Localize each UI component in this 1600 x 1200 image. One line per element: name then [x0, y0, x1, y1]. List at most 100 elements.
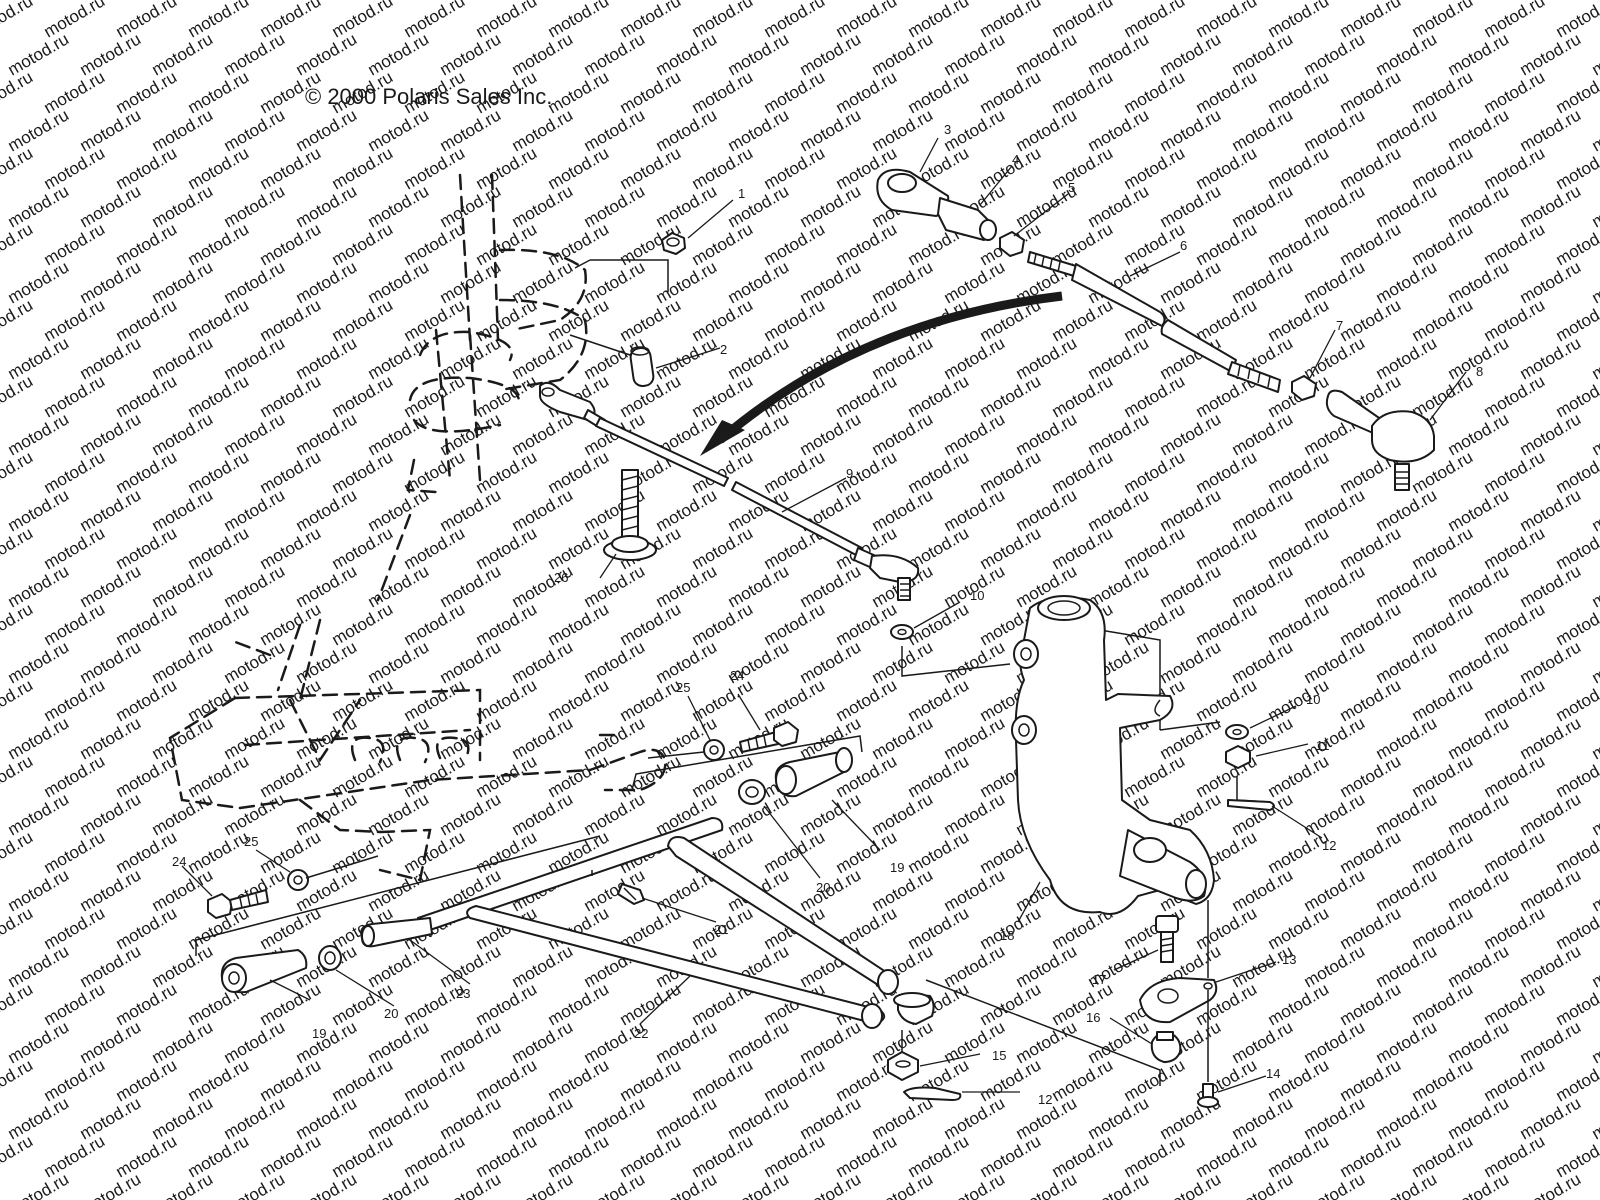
watermark-text: motod.ru: [941, 941, 1009, 991]
watermark-text: motod.ru: [509, 941, 577, 991]
watermark-text: motod.ru: [1589, 1093, 1600, 1143]
watermark-text: motod.ru: [761, 143, 829, 193]
watermark-text: motod.ru: [1301, 713, 1369, 763]
watermark-text: motod.ru: [113, 979, 181, 1029]
watermark-text: motod.ru: [653, 561, 721, 611]
watermark-text: motod.ru: [833, 371, 901, 421]
watermark-text: motod.ru: [905, 751, 973, 801]
watermark-text: motod.ru: [77, 713, 145, 763]
watermark-text: motod.ru: [401, 599, 469, 649]
watermark-text: motod.ru: [869, 713, 937, 763]
watermark-text: motod.ru: [905, 827, 973, 877]
watermark-text: motod.ru: [113, 143, 181, 193]
watermark-text: motod.ru: [1409, 751, 1477, 801]
part-19-bushing-left: [220, 949, 308, 994]
watermark-text: motod.ru: [257, 1131, 325, 1181]
callout-4: 4: [1012, 152, 1019, 167]
watermark-text: motod.ru: [437, 1017, 505, 1067]
watermark-text: motod.ru: [1517, 1017, 1585, 1067]
watermark-text: motod.ru: [365, 1169, 433, 1200]
watermark-text: motod.ru: [77, 333, 145, 383]
watermark-text: motod.ru: [1373, 257, 1441, 307]
watermark-text: motod.ru: [41, 523, 109, 573]
callout-23: 23: [456, 986, 470, 1001]
watermark-text: motod.ru: [1445, 29, 1513, 79]
watermark-text: motod.ru: [725, 29, 793, 79]
watermark-text: motod.ru: [581, 105, 649, 155]
watermark-text: motod.ru: [1517, 485, 1585, 535]
watermark-text: motod.ru: [1409, 143, 1477, 193]
watermark-text: motod.ru: [77, 1169, 145, 1200]
watermark-text: motod.ru: [941, 1169, 1009, 1200]
watermark-text: motod.ru: [41, 219, 109, 269]
watermark-text: motod.ru: [941, 1093, 1009, 1143]
watermark-text: motod.ru: [653, 1093, 721, 1143]
watermark-text: motod.ru: [1589, 713, 1600, 763]
callout-3: 3: [944, 122, 951, 137]
watermark-text: motod.ru: [473, 447, 541, 497]
watermark-text: motod.ru: [365, 789, 433, 839]
watermark-text: motod.ru: [113, 599, 181, 649]
watermark-text: motod.ru: [545, 1131, 613, 1181]
watermark-text: motod.ru: [149, 1169, 217, 1200]
watermark-text: motod.ru: [761, 1055, 829, 1105]
watermark-text: motod.ru: [1373, 181, 1441, 231]
watermark-text: motod.ru: [437, 29, 505, 79]
leader-12-cotter-upper: [1236, 776, 1271, 803]
watermark-text: motod.ru: [473, 599, 541, 649]
watermark-text: motod.ru: [221, 181, 289, 231]
watermark-text: motod.ru: [1049, 295, 1117, 345]
callout-25-right: 25: [676, 680, 690, 695]
watermark-text: motod.ru: [113, 903, 181, 953]
watermark-text: motod.ru: [113, 371, 181, 421]
watermark-text: motod.ru: [905, 903, 973, 953]
watermark-text: motod.ru: [1265, 979, 1333, 1029]
watermark-text: motod.ru: [833, 447, 901, 497]
watermark-text: motod.ru: [1337, 295, 1405, 345]
watermark-text: motod.ru: [653, 181, 721, 231]
watermark-text: motod.ru: [1373, 561, 1441, 611]
watermark-text: motod.ru: [725, 1169, 793, 1200]
callout-15: 15: [992, 1048, 1006, 1063]
watermark-text: motod.ru: [581, 29, 649, 79]
part-21-grease-fitting: [617, 883, 645, 905]
watermark-text: motod.ru: [1121, 447, 1189, 497]
part-26-bolt: [603, 469, 657, 561]
watermark-text: motod.ru: [581, 637, 649, 687]
watermark-text: motod.ru: [365, 1093, 433, 1143]
watermark-text: motod.ru: [653, 1017, 721, 1067]
watermark-text: motod.ru: [185, 143, 253, 193]
watermark-text: motod.ru: [1517, 713, 1585, 763]
part-8-ball-joint: [1325, 389, 1435, 491]
callout-6: 6: [1180, 238, 1187, 253]
watermark-text: motod.ru: [1265, 143, 1333, 193]
watermark-text: motod.ru: [1193, 447, 1261, 497]
watermark-text: motod.ru: [689, 219, 757, 269]
watermark-text: motod.ru: [1409, 219, 1477, 269]
watermark-text: motod.ru: [1589, 1017, 1600, 1067]
watermark-text: motod.ru: [0, 0, 36, 41]
watermark-text: motod.ru: [545, 675, 613, 725]
watermark-text: motod.ru: [5, 485, 73, 535]
watermark-text: motod.ru: [1517, 789, 1585, 839]
part-25-washer-left: [287, 869, 309, 891]
watermark-text: motod.ru: [689, 67, 757, 117]
watermark-text: motod.ru: [185, 219, 253, 269]
watermark-text: motod.ru: [581, 1093, 649, 1143]
watermark-text: motod.ru: [0, 675, 36, 725]
watermark-text: motod.ru: [617, 295, 685, 345]
watermark-text: motod.ru: [941, 865, 1009, 915]
watermark-text: motod.ru: [257, 447, 325, 497]
watermark-text: motod.ru: [473, 295, 541, 345]
watermark-text: motod.ru: [653, 485, 721, 535]
callout-14: 14: [1266, 1066, 1280, 1081]
watermark-text: motod.ru: [293, 105, 361, 155]
watermark-text: motod.ru: [1229, 1017, 1297, 1067]
watermark-text: motod.ru: [185, 827, 253, 877]
watermark-text: motod.ru: [1481, 523, 1549, 573]
watermark-text: motod.ru: [1589, 409, 1600, 459]
watermark-text: motod.ru: [77, 29, 145, 79]
watermark-text: motod.ru: [581, 713, 649, 763]
watermark-text: motod.ru: [77, 561, 145, 611]
part-10-washer-upper: [890, 624, 914, 640]
